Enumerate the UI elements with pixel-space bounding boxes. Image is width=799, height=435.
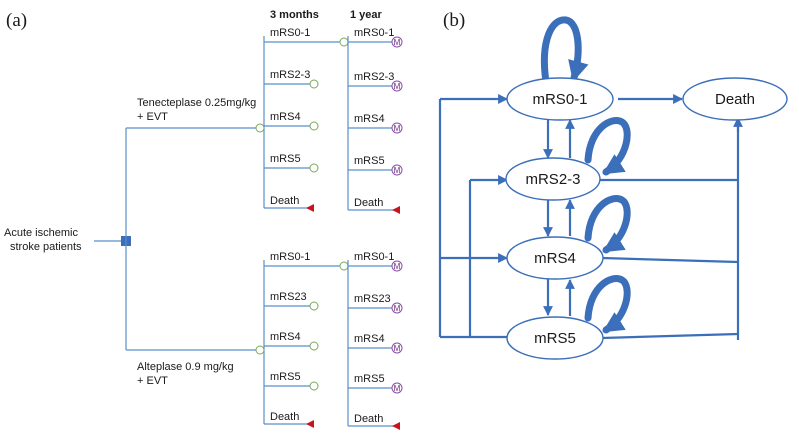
state-1y-mrs2-3: mRS2-3 bbox=[354, 71, 394, 83]
markov-node bbox=[391, 260, 403, 272]
state-3m-mrs0-1: mRS0-1 bbox=[270, 27, 310, 39]
state-mrs4-label: mRS4 bbox=[534, 250, 576, 267]
state-1y-death: Death bbox=[354, 197, 383, 209]
arm-alteplase: Alteplase 0.9 mg/kg + EVT mRS0-1 mRS23 mRS4 m… bbox=[137, 251, 403, 430]
markov-node-symbol: M bbox=[394, 166, 401, 175]
state-mrs0-1-label: mRS0-1 bbox=[532, 91, 587, 108]
markov-node bbox=[391, 164, 403, 176]
markov-node-symbol: M bbox=[394, 384, 401, 393]
state-3m-mrs4: mRS4 bbox=[270, 111, 301, 123]
self-loop-mrs0-1 bbox=[540, 16, 589, 86]
arm-label-line2: + EVT bbox=[137, 375, 168, 387]
header-1-year: 1 year bbox=[350, 9, 383, 21]
state-death-label: Death bbox=[715, 91, 755, 108]
markov-node bbox=[391, 382, 403, 394]
markov-node bbox=[391, 80, 403, 92]
markov-node bbox=[391, 122, 403, 134]
state-1y-mrs4: mRS4 bbox=[354, 113, 385, 125]
self-loop-mrs4 bbox=[584, 195, 631, 254]
chance-node bbox=[309, 79, 319, 89]
self-loop-mrs2-3 bbox=[584, 117, 631, 176]
state-1y-death: Death bbox=[354, 413, 383, 425]
markov-node-symbol: M bbox=[394, 124, 401, 133]
chance-node bbox=[309, 341, 319, 351]
arm-label-line2: + EVT bbox=[137, 111, 168, 123]
arm-label-line1: Alteplase 0.9 mg/kg bbox=[137, 361, 234, 373]
markov-node-symbol: M bbox=[394, 304, 401, 313]
panel-a-label: (a) bbox=[6, 10, 27, 31]
self-loop-mrs5 bbox=[584, 275, 631, 334]
chance-node bbox=[309, 163, 319, 173]
state-death bbox=[682, 77, 788, 121]
arm-tenecteplase: Tenecteplase 0.25mg/kg + EVT mRS0-1 mRS2-3 m… bbox=[137, 27, 403, 214]
chance-node bbox=[255, 345, 265, 355]
state-mrs4 bbox=[506, 236, 604, 280]
markov-node bbox=[391, 342, 403, 354]
root-label-line1: Acute ischemic bbox=[4, 227, 78, 239]
chance-node bbox=[309, 121, 319, 131]
state-1y-mrs0-1: mRS0-1 bbox=[354, 251, 394, 263]
chance-node bbox=[309, 301, 319, 311]
panel-b-markov-states: (b) bbox=[438, 10, 788, 360]
state-3m-mrs5: mRS5 bbox=[270, 371, 301, 383]
markov-node-symbol: M bbox=[394, 38, 401, 47]
chance-node bbox=[339, 261, 349, 271]
state-3m-mrs4: mRS4 bbox=[270, 331, 301, 343]
terminal-node bbox=[392, 422, 400, 430]
state-1y-mrs5: mRS5 bbox=[354, 373, 385, 385]
state-3m-mrs5: mRS5 bbox=[270, 153, 301, 165]
terminal-node bbox=[392, 206, 400, 214]
state-mrs5-label: mRS5 bbox=[534, 330, 576, 347]
state-1y-mrs0-1: mRS0-1 bbox=[354, 27, 394, 39]
markov-node-symbol: M bbox=[394, 344, 401, 353]
panel-b-label: (b) bbox=[443, 10, 465, 31]
markov-node bbox=[391, 36, 403, 48]
chance-node bbox=[255, 123, 265, 133]
root-label-line2: stroke patients bbox=[10, 241, 82, 253]
state-1y-mrs23: mRS23 bbox=[354, 293, 391, 305]
chance-node bbox=[309, 381, 319, 391]
state-mrs2-3-label: mRS2-3 bbox=[525, 171, 580, 188]
terminal-node bbox=[306, 204, 314, 212]
state-mrs2-3 bbox=[505, 157, 601, 201]
markov-node bbox=[391, 302, 403, 314]
markov-node-symbol: M bbox=[394, 82, 401, 91]
state-1y-mrs5: mRS5 bbox=[354, 155, 385, 167]
terminal-node bbox=[306, 420, 314, 428]
chance-node bbox=[339, 37, 349, 47]
state-mrs5 bbox=[506, 316, 604, 360]
panel-a-decision-tree: (a) 3 months 1 year Acute ischemic strok… bbox=[4, 9, 403, 430]
state-3m-mrs2-3: mRS2-3 bbox=[270, 69, 310, 81]
state-1y-mrs4: mRS4 bbox=[354, 333, 385, 345]
state-3m-death: Death bbox=[270, 195, 299, 207]
markov-node-symbol: M bbox=[394, 262, 401, 271]
header-3-months: 3 months bbox=[270, 9, 319, 21]
state-3m-death: Death bbox=[270, 411, 299, 423]
state-3m-mrs0-1: mRS0-1 bbox=[270, 251, 310, 263]
arm-label-line1: Tenecteplase 0.25mg/kg bbox=[137, 97, 256, 109]
state-3m-mrs23: mRS23 bbox=[270, 291, 307, 303]
state-mrs0-1 bbox=[506, 77, 614, 121]
